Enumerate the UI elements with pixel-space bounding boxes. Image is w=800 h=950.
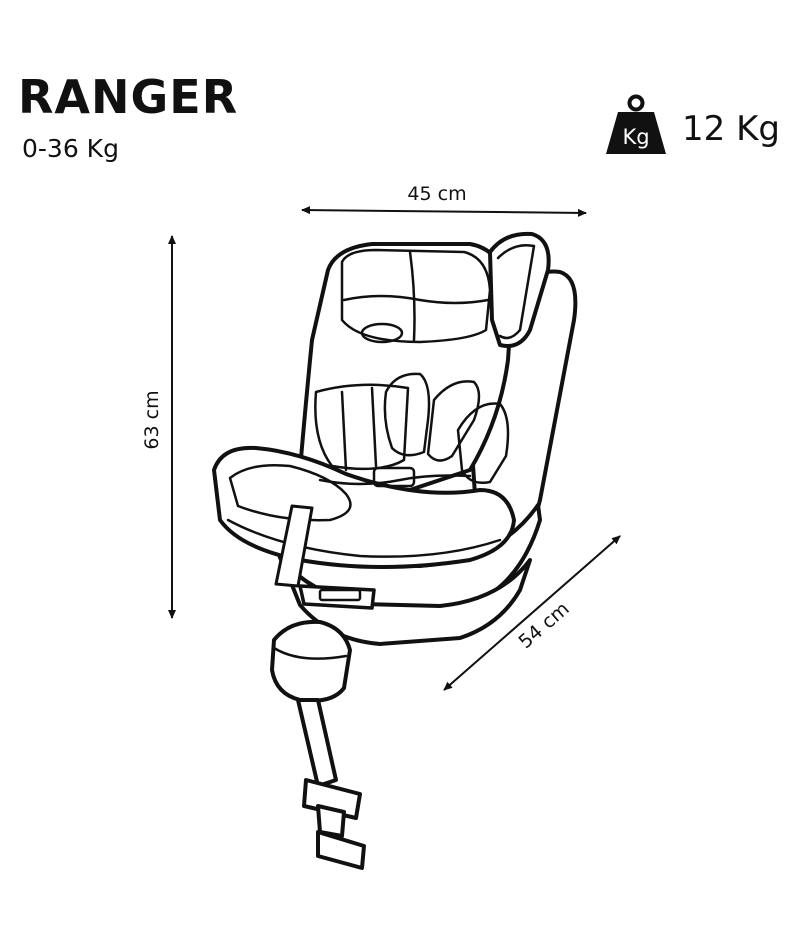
kg-icon-label: Kg — [622, 125, 649, 149]
support-leg — [270, 619, 366, 870]
isofix-connector — [298, 584, 376, 610]
depth-dimension-line — [443, 535, 621, 691]
width-dimension-line — [301, 206, 587, 217]
width-label: 45 cm — [407, 183, 466, 205]
height-label: 63 cm — [141, 390, 163, 449]
weight-range: 0-36 Kg — [22, 134, 119, 163]
depth-label: 54 cm — [515, 598, 574, 653]
seat-weight-value: 12 Kg — [682, 109, 780, 149]
product-title: RANGER — [18, 70, 239, 124]
belt-guide — [274, 504, 314, 588]
kg-weight-icon: Kg — [606, 94, 666, 154]
